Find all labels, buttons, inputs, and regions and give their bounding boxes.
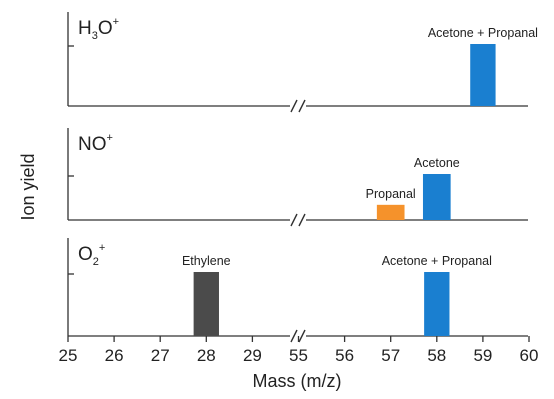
x-tick-label: 28: [197, 346, 216, 365]
bar: [470, 44, 496, 106]
x-axis: 25 26 27 28 29 55 56 57 58 59 60: [59, 336, 539, 365]
ion-label: H3O+: [78, 16, 119, 42]
panels-group: H3O+Acetone + PropanalNO+PropanalAcetone…: [67, 12, 538, 343]
ion-label-part: O: [78, 244, 93, 265]
x-tick-label: 29: [243, 346, 262, 365]
bar-label: Propanal: [366, 187, 416, 201]
x-tick-label: 57: [381, 346, 400, 365]
ion-label-part: O: [98, 18, 113, 39]
ion-label-part: +: [99, 242, 105, 254]
x-axis-title: Mass (m/z): [253, 371, 342, 391]
bar-label: Ethylene: [182, 254, 231, 268]
bar-label: Acetone + Propanal: [382, 254, 492, 268]
x-tick-label: 25: [59, 346, 78, 365]
ion-label-part: H: [78, 18, 92, 39]
x-tick-label: 59: [473, 346, 492, 365]
bar: [424, 272, 450, 336]
x-tick-label: 27: [151, 346, 170, 365]
x-tick-label: 58: [427, 346, 446, 365]
axis-break-mark: [290, 99, 306, 113]
ion-label-part: 2: [93, 256, 99, 268]
axis-break-mark: [290, 329, 306, 343]
bar-label: Acetone: [414, 156, 460, 170]
ion-label-part: +: [107, 132, 113, 144]
ion-label-part: +: [113, 16, 119, 28]
panel-2: NO+ Propanal Acetone: [67, 128, 528, 227]
x-tick-label: 55: [289, 346, 308, 365]
x-tick-label: 56: [335, 346, 354, 365]
ion-label: O2+: [78, 242, 105, 268]
panel-3: O2+ Ethylene Acetone + Propanal: [67, 238, 528, 343]
y-axis-title: Ion yield: [18, 153, 38, 220]
panel-1: H3O+ Acetone + Propanal: [67, 12, 538, 113]
ion-label: NO+: [78, 132, 113, 155]
bar: [422, 174, 451, 220]
axis-break-mark: [290, 213, 306, 227]
ion-label-part: 3: [92, 30, 98, 42]
x-tick-label: 60: [520, 346, 539, 365]
ion-label-part: NO: [78, 134, 107, 155]
bar: [376, 204, 405, 220]
x-tick-label: 26: [105, 346, 124, 365]
bar: [193, 272, 219, 336]
bar-label: Acetone + Propanal: [428, 26, 538, 40]
